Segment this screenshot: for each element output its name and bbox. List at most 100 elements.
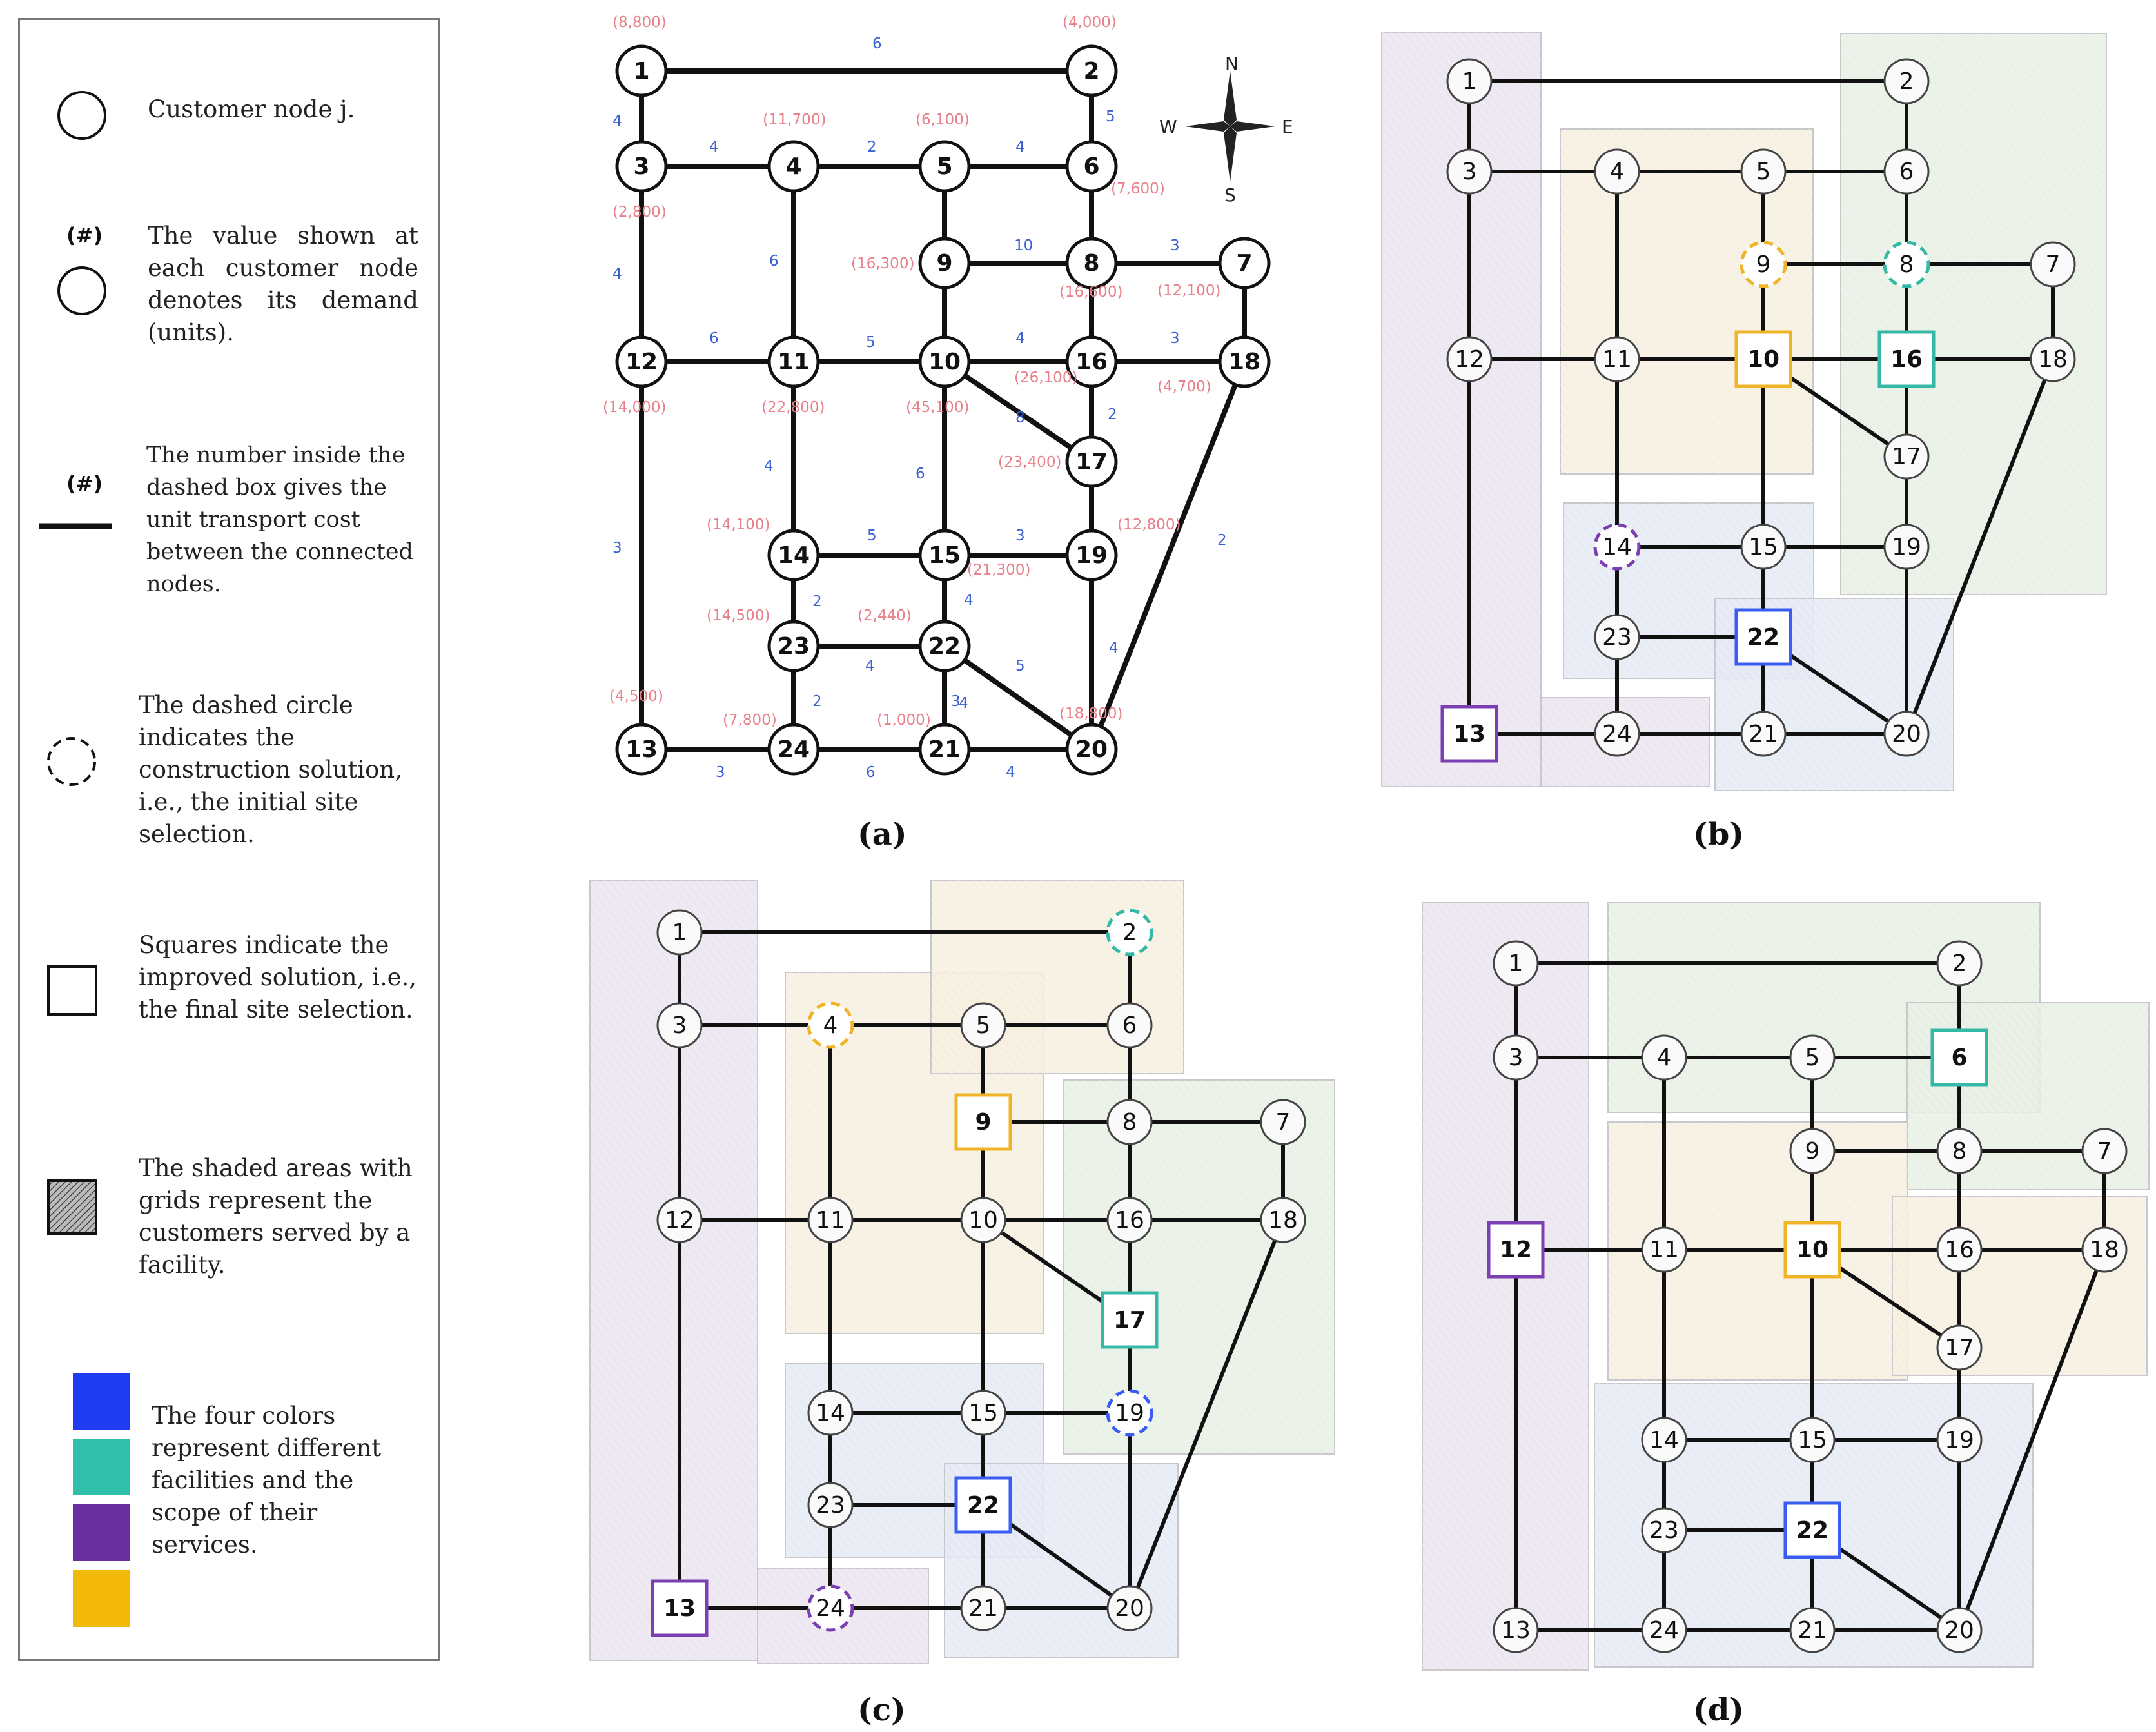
node-label-d: 9: [1805, 1138, 1820, 1165]
customer-node-a: [918, 620, 971, 673]
facility-square-c: [954, 1093, 1012, 1151]
legend-dashed-text: The dashed circle indicates the construc…: [139, 691, 402, 848]
node-label-d: 23: [1649, 1517, 1679, 1544]
customer-node-b: [1740, 524, 1787, 570]
node-label-c: 13: [663, 1595, 696, 1622]
node-label-b: 24: [1602, 721, 1632, 747]
cost-label: 6: [916, 466, 925, 482]
initial-site-c: [807, 1001, 854, 1049]
cost-label: 4: [1015, 330, 1025, 347]
customer-node-a: [1218, 335, 1271, 388]
node-label-b: 9: [1756, 251, 1771, 278]
node-label-b: 8: [1899, 251, 1914, 278]
node-label-a: 23: [778, 633, 810, 660]
cost-label: 3: [1015, 527, 1025, 544]
node-label-a: 24: [778, 736, 810, 763]
customer-node-a: [1065, 529, 1118, 582]
cost-label: 2: [1217, 532, 1227, 549]
legend-swatch-purple: [73, 1504, 130, 1561]
node-label-a: 14: [778, 542, 810, 569]
customer-node-b: [1446, 58, 1493, 104]
node-label-a: 3: [633, 153, 649, 180]
customer-node-a: [1065, 237, 1118, 290]
node-label-b: 16: [1890, 346, 1923, 373]
customer-node-c: [807, 1390, 854, 1436]
node-label-d: 11: [1649, 1237, 1679, 1263]
node-label-a: 16: [1075, 349, 1108, 375]
node-label-a: 10: [928, 349, 961, 375]
legend-cost-mark: (#): [66, 471, 103, 496]
node-label-b: 14: [1602, 534, 1632, 560]
customer-node-c: [1260, 1099, 1306, 1145]
node-label-c: 23: [816, 1492, 845, 1519]
demand-label: (14,500): [707, 607, 770, 624]
facility-square-b: [1734, 608, 1792, 666]
cost-label: 4: [1109, 640, 1119, 656]
node-label-c: 22: [967, 1492, 999, 1519]
node-label-d: 6: [1951, 1045, 1967, 1071]
node-label-d: 4: [1657, 1045, 1672, 1071]
demand-label: (45,100): [906, 399, 969, 416]
node-label-c: 20: [1115, 1595, 1144, 1622]
customer-node-d: [1641, 1507, 1687, 1553]
node-label-b: 5: [1756, 159, 1771, 185]
customer-node-c: [960, 1002, 1006, 1048]
legend-shaded-square: [47, 1179, 97, 1235]
node-label-a: 1: [633, 58, 649, 84]
demand-label: (23,400): [998, 454, 1061, 471]
node-label-a: 15: [928, 542, 961, 569]
customer-node-c: [807, 1482, 854, 1528]
node-label-d: 5: [1805, 1045, 1820, 1071]
facility-square-d: [1783, 1221, 1841, 1279]
node-label-a: 11: [778, 349, 810, 375]
legend-panel: (#) (#) Customer node j. The value shown…: [18, 18, 440, 1661]
initial-site-b: [1740, 241, 1787, 288]
panel-label-b: (b): [1693, 816, 1744, 852]
customer-node-d: [2081, 1226, 2128, 1273]
node-label-d: 15: [1798, 1427, 1827, 1453]
cost-label: 3: [716, 764, 725, 781]
customer-node-a: [918, 723, 971, 776]
customer-node-b: [1594, 711, 1640, 757]
customer-node-b: [1740, 148, 1787, 195]
node-label-d: 16: [1945, 1237, 1974, 1263]
legend-customer-text: Customer node j.: [148, 95, 355, 123]
legend-swatch-teal: [73, 1439, 130, 1495]
node-label-c: 15: [968, 1400, 998, 1426]
customer-node-b: [1594, 336, 1640, 382]
customer-node-c: [656, 909, 703, 956]
demand-label: (4,000): [1063, 14, 1117, 31]
facility-square-c: [1101, 1291, 1159, 1349]
demand-label: (7,600): [1111, 181, 1165, 197]
customer-node-d: [1936, 1324, 1983, 1371]
cost-label: 5: [866, 334, 876, 351]
customer-node-a: [615, 140, 668, 193]
demand-label: (2,440): [858, 607, 912, 624]
customer-node-a: [615, 44, 668, 97]
customer-node-a: [767, 620, 820, 673]
customer-node-d: [1493, 1607, 1539, 1653]
cost-label: 4: [959, 695, 968, 712]
initial-site-c: [1106, 1389, 1153, 1437]
node-label-d: 22: [1796, 1517, 1828, 1544]
node-label-a: 13: [625, 736, 658, 763]
customer-node-d: [1641, 1607, 1687, 1653]
customer-node-d: [1789, 1128, 1836, 1174]
customer-node-a: [767, 140, 820, 193]
customer-node-c: [656, 1197, 703, 1243]
node-label-b: 22: [1747, 624, 1779, 651]
node-label-b: 11: [1602, 346, 1632, 373]
node-label-a: 18: [1228, 349, 1260, 375]
node-label-b: 6: [1899, 159, 1914, 185]
demand-label: (26,100): [1014, 369, 1077, 386]
customer-node-d: [1936, 1417, 1983, 1463]
node-label-b: 3: [1462, 159, 1477, 185]
node-label-a: 7: [1236, 250, 1252, 277]
service-area-hatch: [1841, 34, 2106, 595]
cost-label: 4: [964, 592, 974, 609]
node-label-c: 1: [672, 920, 687, 946]
customer-node-c: [1106, 1002, 1153, 1048]
node-label-a: 21: [928, 736, 961, 763]
